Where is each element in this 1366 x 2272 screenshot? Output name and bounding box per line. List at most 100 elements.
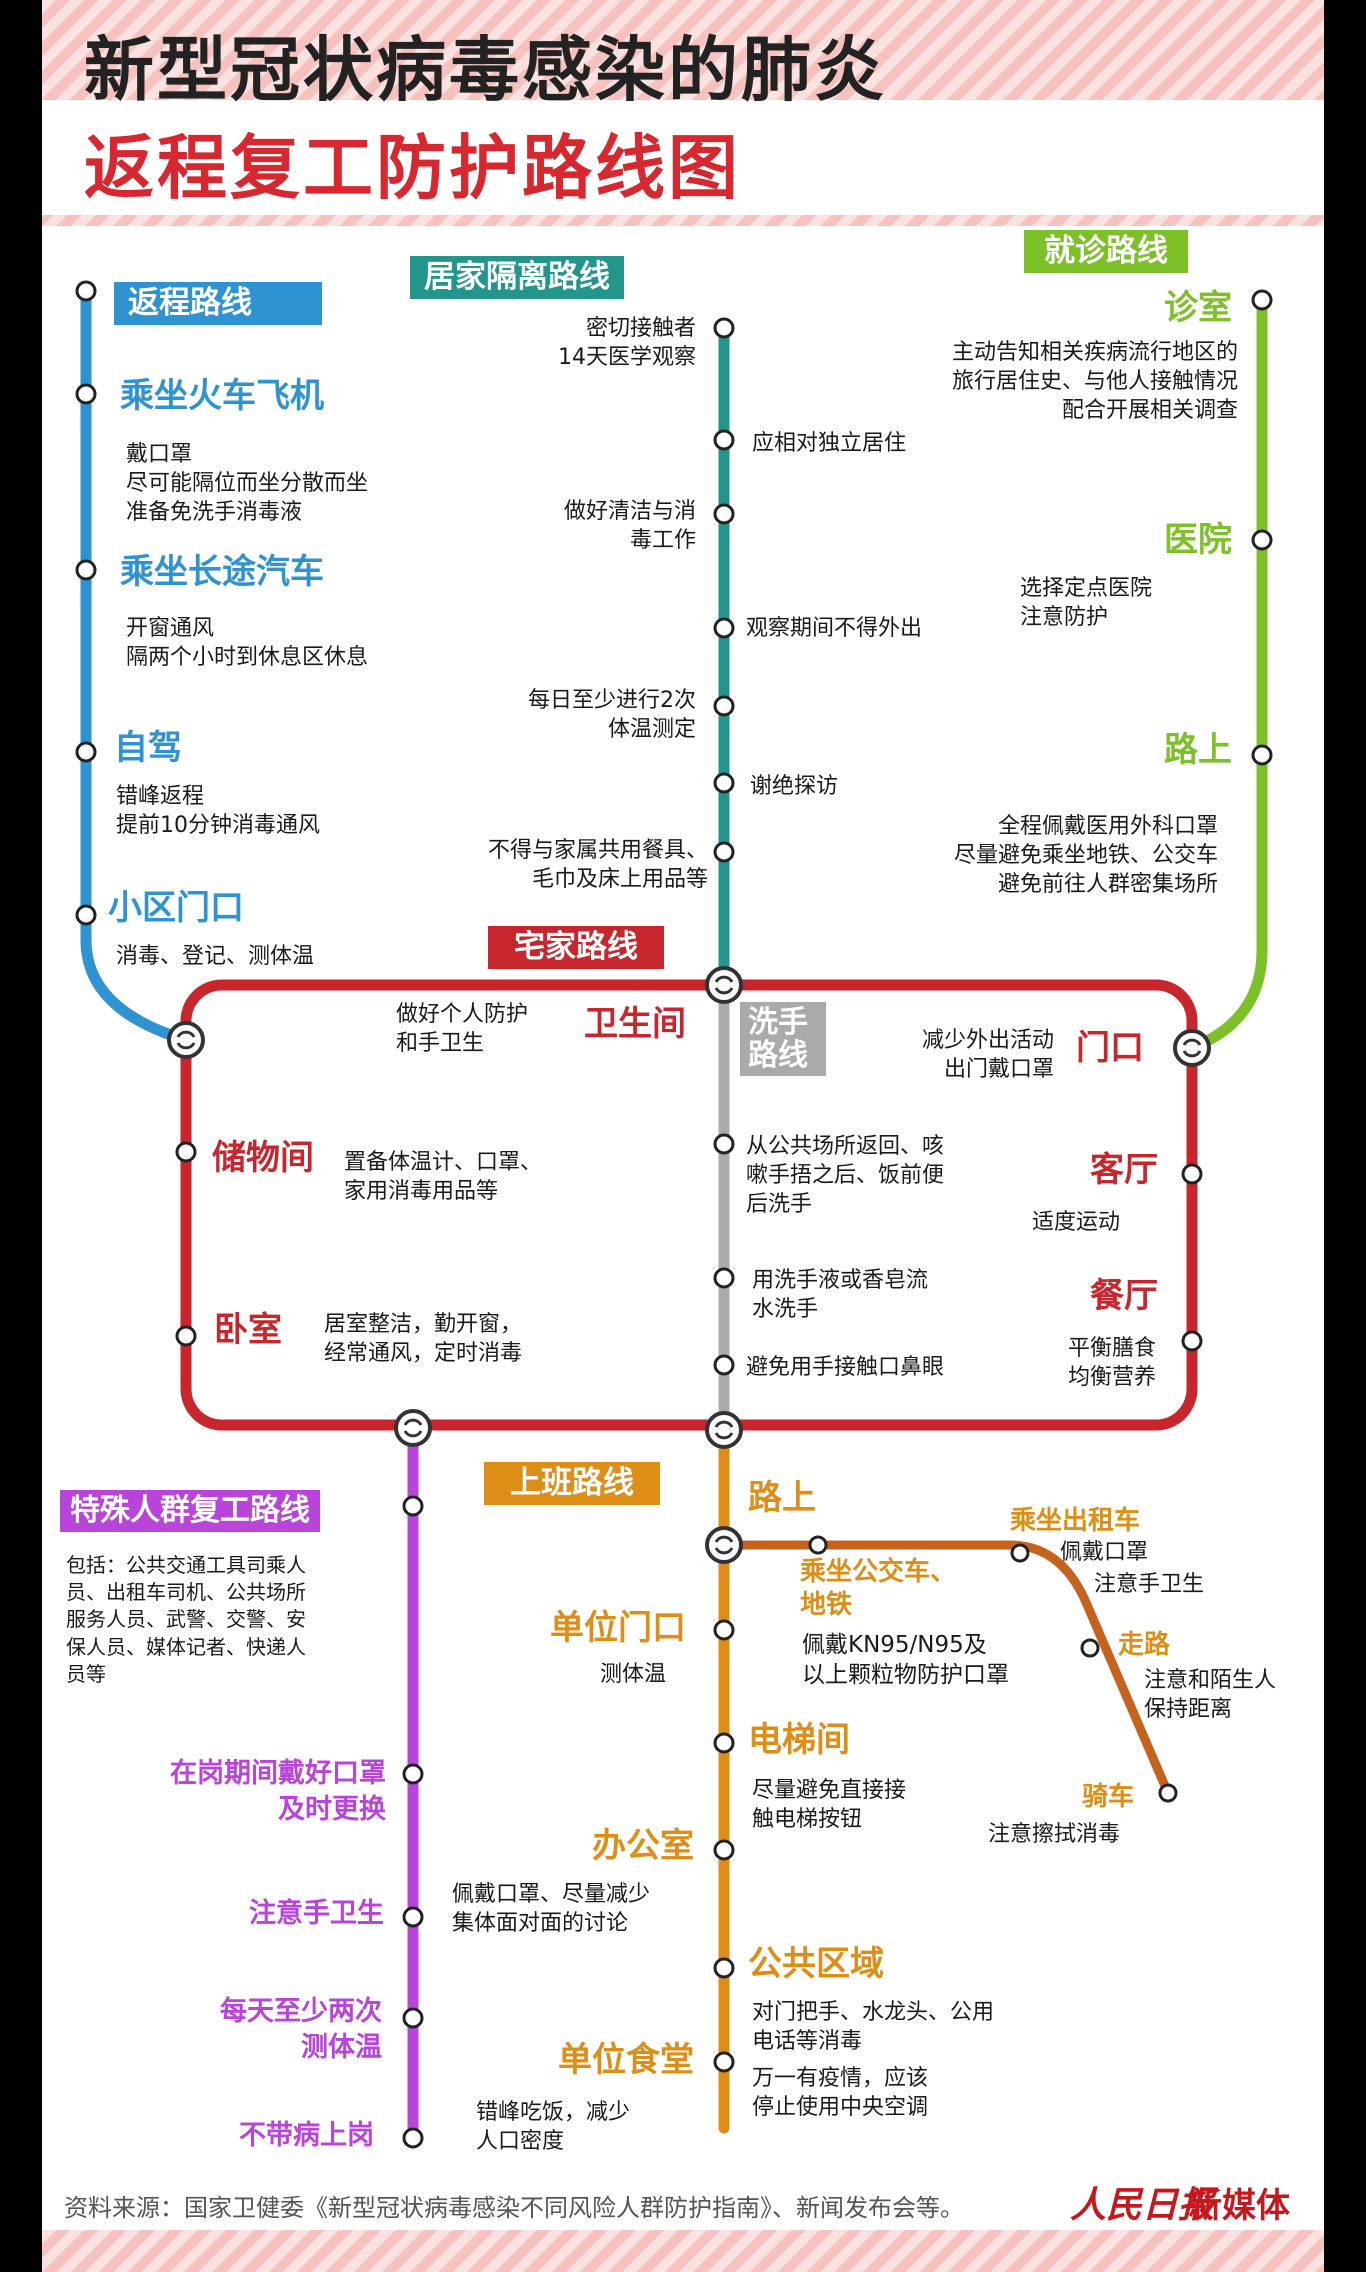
publisher-logo-suffix: 新媒体	[1188, 2186, 1290, 2226]
station	[713, 1619, 735, 1641]
special-route-tag: 特殊人群复工路线	[60, 1490, 320, 1532]
paper-background	[42, 0, 1324, 2272]
home-text: 适度运动	[1032, 1210, 1121, 1235]
sub-title: 返程复工防护路线图	[84, 127, 741, 209]
station	[713, 2051, 735, 2073]
handwash-text: 从公共场所返回、咳嗽手捂之后、饭前便后洗手	[746, 1134, 945, 1218]
work-heading: 办公室	[592, 1826, 694, 1866]
home-text: 居室整洁，勤开窗，经常通风，定时消毒	[324, 1312, 523, 1367]
main-title: 新型冠状病毒感染的肺炎	[84, 29, 887, 111]
quarantine-text: 不得与家属共用餐具、毛巾及床上用品等	[487, 838, 708, 893]
return-text: 消毒、登记、测体温	[116, 944, 315, 969]
station	[75, 280, 97, 302]
work-heading: 公共区域	[748, 1944, 884, 1984]
station	[75, 559, 97, 581]
quarantine-text: 做好清洁与消毒工作	[563, 499, 696, 554]
home-text: 平衡膳食均衡营养	[1067, 1336, 1156, 1391]
station	[75, 904, 97, 926]
return-heading: 乘坐长途汽车	[120, 552, 324, 592]
clinic-text: 选择定点医院注意防护	[1020, 576, 1153, 631]
transfer-icon	[167, 1021, 205, 1059]
handwash-text: 用洗手液或香皂流水洗手	[752, 1268, 929, 1323]
station	[402, 1763, 424, 1785]
stations	[75, 280, 1273, 2149]
station	[808, 1535, 828, 1555]
station	[75, 383, 97, 405]
home-heading: 餐厅	[1090, 1276, 1158, 1316]
special-item: 不带病上岗	[239, 2120, 374, 2151]
station	[1181, 1163, 1203, 1185]
station	[713, 503, 735, 525]
station	[713, 695, 735, 717]
home-text: 做好个人防护和手卫生	[396, 1002, 529, 1057]
transfer-icon	[394, 1409, 432, 1447]
work-text: 测体温	[600, 1662, 667, 1687]
branch-heading: 乘坐公交车、地铁	[800, 1557, 957, 1620]
work-text: 佩戴口罩、尽量减少集体面对面的讨论	[452, 1882, 651, 1937]
handwash-route-tag: 洗手路线	[740, 1002, 826, 1076]
station	[1158, 1783, 1178, 1803]
station	[713, 1839, 735, 1861]
road-branch-line	[719, 1540, 1173, 1798]
clinic-route-tag: 就诊路线	[1024, 230, 1188, 273]
home-heading: 卫生间	[584, 1004, 686, 1044]
return-heading: 自驾	[114, 728, 182, 768]
station	[713, 772, 735, 794]
header-title-band	[42, 100, 1324, 215]
return-route-line	[80, 285, 192, 1046]
work-text: 尽量避免直接接触电梯按钮	[752, 1778, 907, 1833]
return-route-tag: 返程路线	[114, 282, 322, 325]
station	[713, 429, 735, 451]
station	[402, 1906, 424, 1928]
station	[75, 741, 97, 763]
branch-text: 佩戴KN95/N95及以上颗粒物防护口罩	[802, 1632, 1009, 1689]
home-heading: 储物间	[212, 1138, 314, 1178]
station	[175, 1141, 197, 1163]
station	[175, 1325, 197, 1347]
clinic-heading: 诊室	[1164, 288, 1232, 328]
station	[1251, 529, 1273, 551]
branch-heading: 骑车	[1082, 1782, 1135, 1812]
clinic-heading: 路上	[1164, 730, 1232, 770]
branch-text: 注意手卫生	[1094, 1572, 1205, 1597]
work-text: 对门把手、水龙头、公用电话等消毒	[752, 2000, 995, 2055]
home-text: 减少外出活动出门戴口罩	[921, 1028, 1054, 1083]
station	[713, 1267, 735, 1289]
clinic-text: 全程佩戴医用外科口罩尽量避免乘坐地铁、公交车避免前往人群密集场所	[953, 814, 1218, 898]
work-heading: 单位食堂	[558, 2040, 694, 2080]
work-heading: 单位门口	[550, 1608, 686, 1648]
special-intro: 包括：公共交通工具司乘人员、出租车司机、公共场所服务人员、武警、交警、安保人员、…	[66, 1553, 306, 1686]
quarantine-text: 谢绝探访	[750, 774, 839, 799]
source-note: 资料来源：国家卫健委《新型冠状病毒感染不同风险人群防护指南》、新闻发布会等。	[64, 2194, 964, 2222]
transfer-icon	[705, 966, 743, 1004]
home-text: 置备体温计、口罩、家用消毒用品等	[344, 1150, 543, 1205]
clinic-heading: 医院	[1164, 520, 1232, 560]
work-route-tag: 上班路线	[484, 1462, 660, 1505]
home-heading: 客厅	[1090, 1150, 1158, 1190]
station	[1181, 1330, 1203, 1352]
footer-stripes	[42, 2230, 1324, 2272]
home-heading: 卧室	[214, 1310, 282, 1350]
transfer-icon	[1173, 1029, 1211, 1067]
return-heading: 小区门口	[108, 888, 244, 928]
station	[713, 1732, 735, 1754]
special-item: 注意手卫生	[249, 1898, 384, 1929]
home-route-loop	[180, 979, 1198, 1431]
station	[713, 1957, 735, 1979]
return-text: 开窗通风隔两个小时到休息区休息	[126, 616, 369, 671]
station	[402, 1495, 424, 1517]
station	[1251, 744, 1273, 766]
transfer-icon	[705, 1526, 743, 1564]
transfer-icon	[705, 1411, 743, 1449]
return-text: 错峰返程提前10分钟消毒通风	[116, 784, 320, 839]
work-text: 万一有疫情，应该停止使用中央空调	[752, 2066, 929, 2121]
station	[713, 1133, 735, 1155]
station	[713, 841, 735, 863]
station	[713, 617, 735, 639]
branch-text: 佩戴口罩	[1060, 1540, 1149, 1565]
home-heading: 门口	[1076, 1028, 1144, 1068]
station	[1251, 289, 1273, 311]
